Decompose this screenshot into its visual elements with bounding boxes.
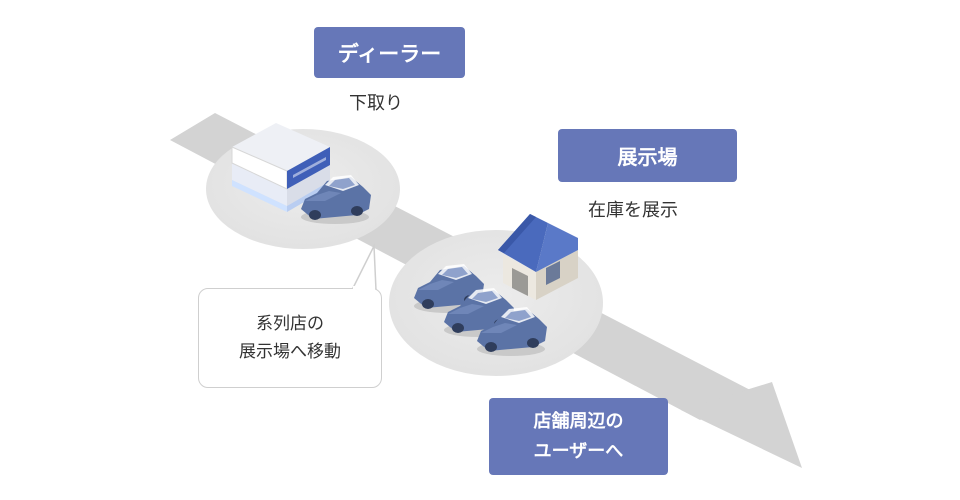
dealer-subtitle: 下取り <box>349 93 403 114</box>
callout-pointer <box>350 243 377 291</box>
showroom-label: 展示場 <box>558 129 737 182</box>
dealer-title: ディーラー <box>337 41 442 66</box>
callout-line: 展示場へ移動 <box>239 342 341 362</box>
house-icon <box>498 214 578 300</box>
callout-line: 系列店の <box>256 314 324 334</box>
showroom-subtitle: 在庫を展示 <box>588 200 678 221</box>
callout-pointer-join <box>353 286 375 290</box>
users-title-line: ユーザーへ <box>533 440 624 462</box>
users-label: 店舗周辺の ユーザーへ <box>489 398 668 475</box>
users-title-line: 店舗周辺の <box>533 410 624 432</box>
showroom-title: 展示場 <box>617 145 678 169</box>
dealer-label: ディーラー <box>314 27 465 78</box>
dealer-building-icon <box>231 123 330 212</box>
callout-box: 系列店の 展示場へ移動 <box>198 288 382 388</box>
